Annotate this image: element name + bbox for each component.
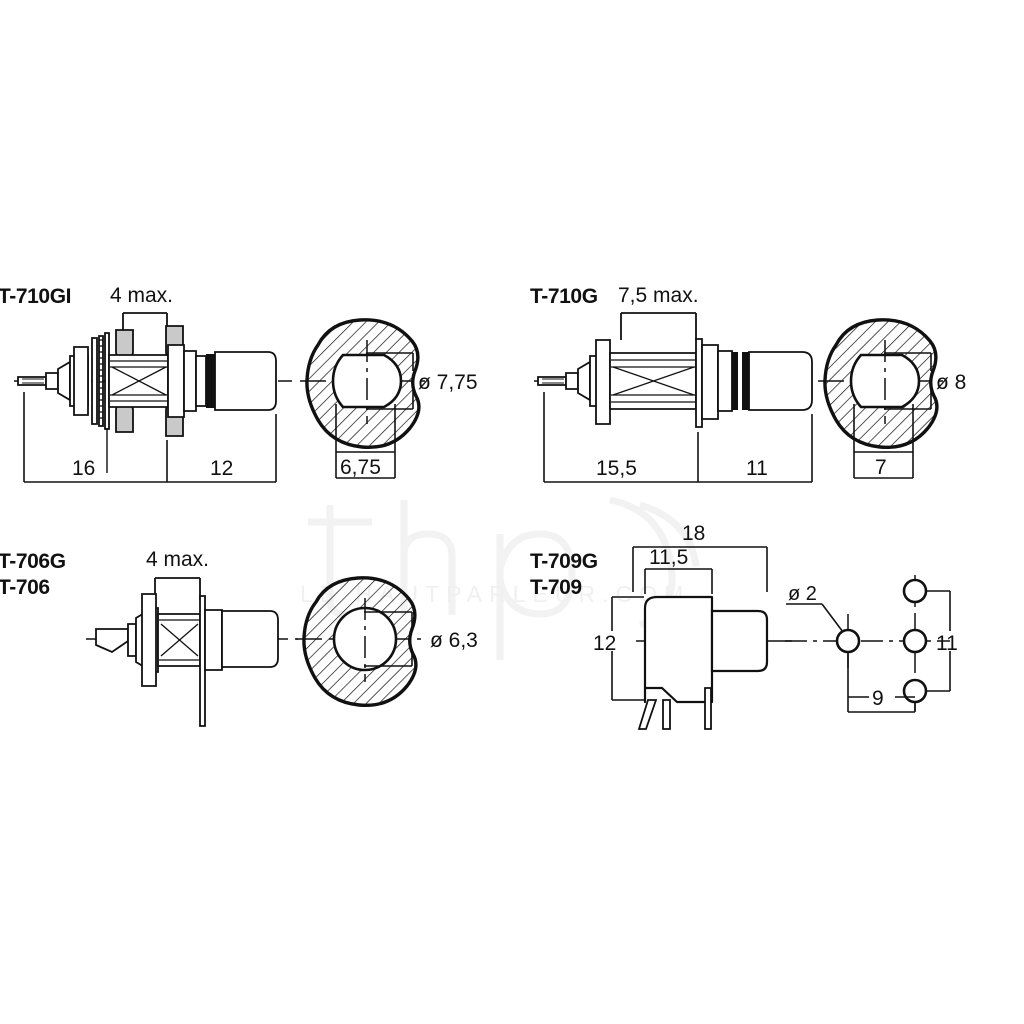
t709-hole-vertical-dimension	[926, 590, 951, 692]
t710gi-section-diameter-dim	[366, 352, 414, 410]
t710gi-section-width-text: 6,75	[340, 456, 381, 479]
t710g-top-dim-bracket	[620, 312, 697, 340]
t710g-section-width-dim	[853, 404, 914, 479]
t709-dim-inner-text: 11,5	[649, 546, 688, 569]
t709-hole-horizontal-dimension	[847, 652, 916, 713]
t709-dim-height-text: 12	[593, 632, 616, 655]
view-t706: T-706G T-706 4 max.	[0, 548, 298, 727]
t710g-connector-body	[537, 339, 611, 425]
t710gi-bottom-dimensions	[23, 392, 277, 483]
t710gi-washer-knurl	[99, 339, 103, 419]
t709-pins	[637, 687, 712, 730]
t709-hole-diameter-leader	[786, 603, 844, 633]
t706-part-label: T-706	[0, 576, 50, 599]
t710g-section-diameter-dim	[884, 352, 932, 410]
t709-hole-dim-horizontal-text: 9	[872, 687, 884, 710]
t710g-bottom-dimensions	[543, 392, 813, 483]
t710g-panel-flange	[695, 338, 733, 428]
t710g-contact-detail	[611, 359, 695, 403]
view-t710g-section: ø 8 7	[818, 318, 966, 479]
t706-connector-body	[127, 593, 159, 687]
hole-left	[835, 628, 861, 654]
t709-right-angle-body	[643, 595, 714, 704]
t710gi-contact-detail	[110, 360, 167, 402]
view-t710gi: T-710GI 4 max.	[0, 284, 292, 483]
t706-section-diameter-text: ø 6,3	[430, 629, 478, 652]
t710g-band-2	[742, 352, 749, 410]
hole-bottom	[902, 678, 928, 704]
t709-top-dimensions	[632, 546, 768, 594]
t710g-dim-left-text: 15,5	[596, 457, 637, 480]
t710gi-front-collar	[167, 344, 207, 418]
t710g-outer-sleeve	[748, 351, 813, 411]
t706-contact-detail	[159, 619, 199, 661]
t709-part-label: T-709	[530, 576, 582, 599]
view-t706-section: ø 6,3	[296, 576, 478, 708]
t710gi-section-width-dim	[335, 404, 396, 479]
t710gi-outer-sleeve	[214, 351, 277, 411]
view-t709-hole-pattern: ø 2 11 9	[785, 575, 958, 713]
t706-section-diameter-dim	[364, 611, 413, 667]
t706g-part-label: T-706G	[0, 550, 66, 573]
t709-hole-dim-vertical-text: 11	[936, 632, 958, 655]
t709-height-dimension	[611, 596, 644, 701]
t710gi-dim-left-text: 16	[72, 457, 95, 480]
t706-panel-flange	[199, 595, 223, 727]
t710g-top-dim-text: 7,5 max.	[618, 284, 699, 307]
t709-hole-diameter-text: ø 2	[788, 583, 817, 605]
t710gi-section-diameter-text: ø 7,75	[418, 371, 478, 394]
t710gi-part-label: T-710GI	[0, 285, 71, 308]
hole-center	[902, 628, 928, 654]
t706-outer-sleeve	[221, 610, 279, 668]
view-t710g: T-710G 7,5 max.	[530, 284, 813, 483]
t710gi-top-dim-text: 4 max.	[110, 284, 173, 307]
t706-wire-tail	[95, 628, 129, 654]
t710gi-connector-body	[17, 332, 110, 430]
t706-top-dim-text: 4 max.	[146, 548, 209, 571]
t710g-section-diameter-text: ø 8	[936, 371, 966, 394]
t710gi-dim-right-text: 12	[210, 457, 233, 480]
t710gi-band	[206, 354, 215, 408]
view-t709: T-709G T-709 18 11,5	[530, 522, 792, 730]
t709-dim-overall-text: 18	[682, 522, 705, 545]
t710g-band-1	[732, 352, 738, 410]
t709g-part-label: T-709G	[530, 550, 598, 573]
t710g-section-width-text: 7	[875, 456, 887, 479]
t710g-part-label: T-710G	[530, 285, 598, 308]
t709-barrel	[710, 609, 769, 673]
t710g-dim-right-text: 11	[746, 457, 768, 480]
view-t710gi-section: ø 7,75 6,75	[300, 318, 478, 479]
hole-top	[902, 578, 928, 604]
